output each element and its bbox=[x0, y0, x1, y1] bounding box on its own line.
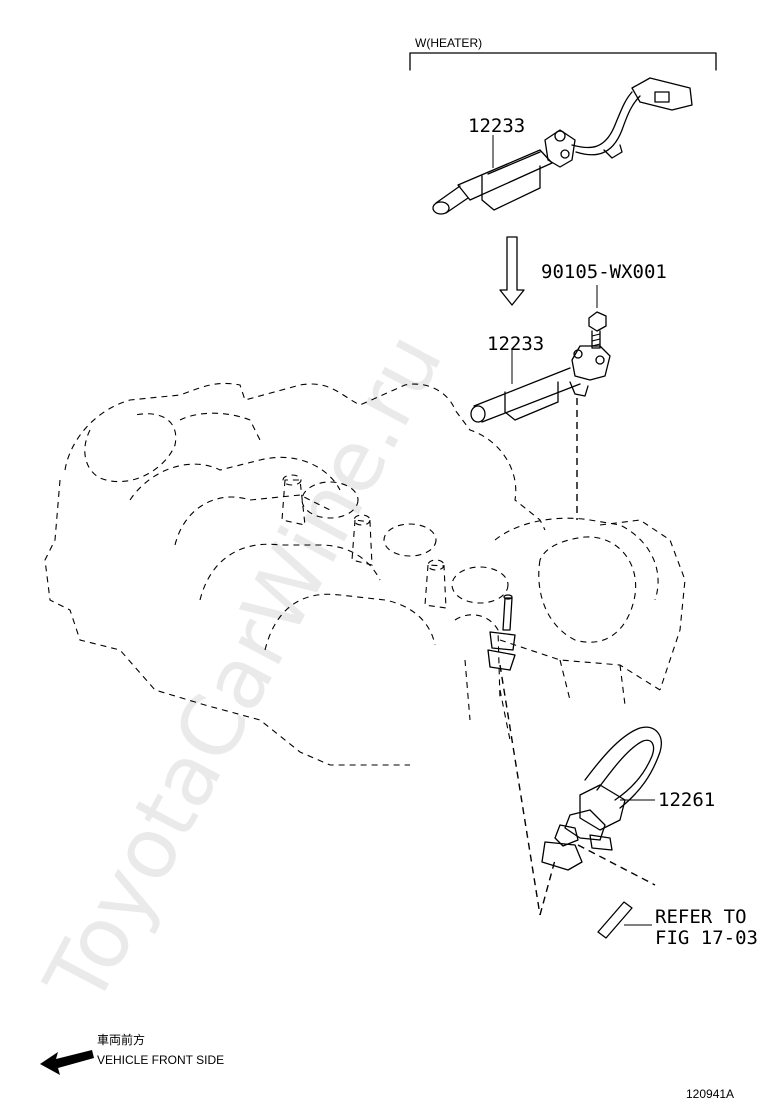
intake-manifold-drawing bbox=[44, 382, 686, 766]
part-number-upper-rail: 12233 bbox=[468, 115, 525, 137]
reference-pipe-drawing bbox=[597, 901, 633, 939]
vehicle-front-indicator: 車両前方 VEHICLE FRONT SIDE bbox=[40, 1032, 224, 1075]
hose-fitting-drawing bbox=[487, 594, 516, 671]
heater-variant-bracket: W(HEATER) bbox=[409, 36, 717, 71]
down-arrow bbox=[499, 236, 525, 306]
reference-text-line2: FIG 17-03 bbox=[655, 927, 758, 949]
hose-drawing bbox=[541, 726, 662, 871]
reference-text-line1: REFER TO bbox=[655, 906, 747, 928]
fitting-to-hose-dashed-line-2 bbox=[539, 859, 556, 916]
left-arrow-icon bbox=[40, 1050, 94, 1075]
fitting-to-hose-dashed-line-1 bbox=[499, 664, 541, 916]
heater-variant-label: W(HEATER) bbox=[415, 36, 482, 50]
figure-id: 120941A bbox=[686, 1087, 734, 1101]
fuel-rail-drawing bbox=[470, 345, 611, 423]
part-number-bolt: 90105-WX001 bbox=[541, 261, 667, 283]
watermark-text: ToyotaCarWine.ru bbox=[26, 318, 462, 1021]
bolt-drawing bbox=[588, 311, 607, 349]
part-number-hose: 12261 bbox=[658, 789, 715, 811]
fuel-rail-with-heater-drawing bbox=[432, 77, 693, 215]
direction-japanese: 車両前方 bbox=[97, 1032, 145, 1047]
hose-to-reference-dashed-line bbox=[577, 844, 656, 886]
part-number-lower-rail: 12233 bbox=[487, 333, 544, 355]
direction-english: VEHICLE FRONT SIDE bbox=[97, 1053, 224, 1067]
